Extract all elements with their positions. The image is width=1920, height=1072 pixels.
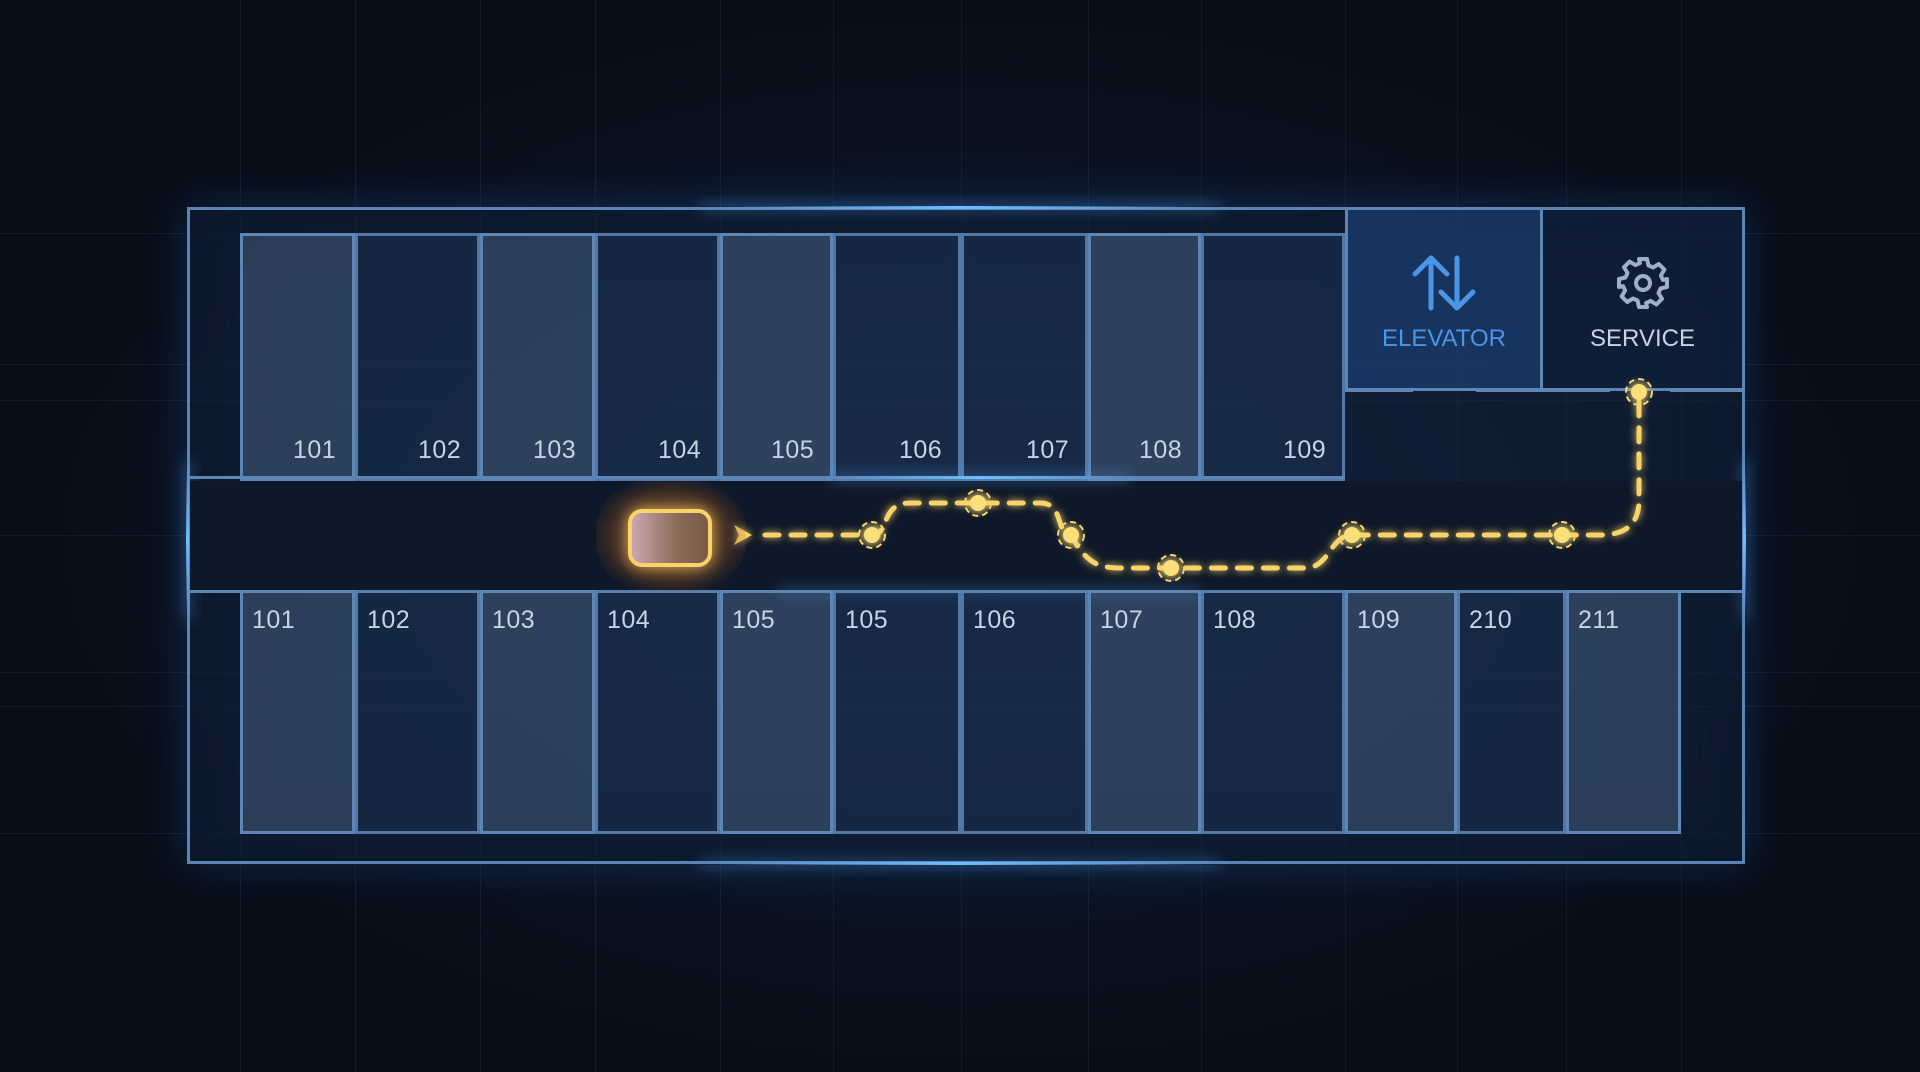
corridor-glow-top bbox=[830, 476, 1130, 479]
room-101[interactable] bbox=[240, 590, 355, 834]
room-106[interactable] bbox=[961, 590, 1088, 834]
room-label: 107 bbox=[1100, 606, 1144, 634]
room-211[interactable] bbox=[1566, 590, 1681, 834]
room-label: 106 bbox=[899, 436, 943, 464]
room-label: 101 bbox=[252, 606, 296, 634]
room-label: 108 bbox=[1139, 436, 1183, 464]
room-label: 101 bbox=[293, 436, 337, 464]
gear-icon bbox=[1616, 257, 1669, 309]
room-label: 105 bbox=[732, 606, 776, 634]
room-210[interactable] bbox=[1457, 590, 1566, 834]
wall-glow-left bbox=[186, 460, 189, 620]
room-103[interactable] bbox=[480, 233, 595, 481]
elevator-zone[interactable]: ELEVATOR bbox=[1345, 207, 1543, 391]
waypoint-marker[interactable] bbox=[1554, 527, 1570, 543]
room-107[interactable] bbox=[961, 233, 1088, 481]
robot-icon bbox=[628, 509, 712, 567]
room-label: 104 bbox=[607, 606, 651, 634]
wall-glow-bottom bbox=[700, 862, 1220, 865]
waypoint-marker[interactable] bbox=[1163, 560, 1179, 576]
room-label: 103 bbox=[492, 606, 536, 634]
room-label: 210 bbox=[1469, 606, 1513, 634]
room-105[interactable] bbox=[833, 590, 961, 834]
room-label: 107 bbox=[1026, 436, 1070, 464]
room-108[interactable] bbox=[1201, 590, 1345, 834]
room-106[interactable] bbox=[833, 233, 961, 481]
room-label: 106 bbox=[973, 606, 1017, 634]
room-101[interactable] bbox=[240, 233, 355, 481]
room-103[interactable] bbox=[480, 590, 595, 834]
room-label: 108 bbox=[1213, 606, 1257, 634]
elevator-label: ELEVATOR bbox=[1381, 325, 1507, 352]
room-label: 102 bbox=[418, 436, 462, 464]
room-102[interactable] bbox=[355, 233, 480, 481]
wall-glow-top bbox=[700, 206, 1220, 209]
room-label: 105 bbox=[845, 606, 889, 634]
waypoint-marker[interactable] bbox=[864, 527, 880, 543]
robot-marker[interactable] bbox=[596, 481, 746, 591]
room-104[interactable] bbox=[595, 590, 720, 834]
room-105[interactable] bbox=[720, 590, 833, 834]
room-102[interactable] bbox=[355, 590, 480, 834]
room-label: 109 bbox=[1357, 606, 1401, 634]
room-109[interactable] bbox=[1345, 590, 1457, 834]
room-label: 102 bbox=[367, 606, 411, 634]
corridor-wall-top bbox=[190, 476, 1345, 479]
room-104[interactable] bbox=[595, 233, 720, 481]
room-label: 103 bbox=[533, 436, 577, 464]
room-109[interactable] bbox=[1201, 233, 1345, 481]
room-label: 109 bbox=[1283, 436, 1327, 464]
waypoint-marker[interactable] bbox=[970, 495, 986, 511]
room-label: 211 bbox=[1578, 606, 1620, 634]
room-108[interactable] bbox=[1088, 233, 1201, 481]
waypoint-marker[interactable] bbox=[1344, 527, 1360, 543]
wall-glow-right bbox=[1743, 460, 1746, 620]
room-label: 105 bbox=[771, 436, 815, 464]
up-down-arrows-icon bbox=[1412, 255, 1476, 311]
room-105[interactable] bbox=[720, 233, 833, 481]
room-label: 104 bbox=[658, 436, 702, 464]
waypoint-marker[interactable] bbox=[1063, 527, 1079, 543]
service-label: SERVICE bbox=[1590, 325, 1695, 352]
waypoint-marker[interactable] bbox=[1631, 384, 1647, 400]
room-107[interactable] bbox=[1088, 590, 1201, 834]
